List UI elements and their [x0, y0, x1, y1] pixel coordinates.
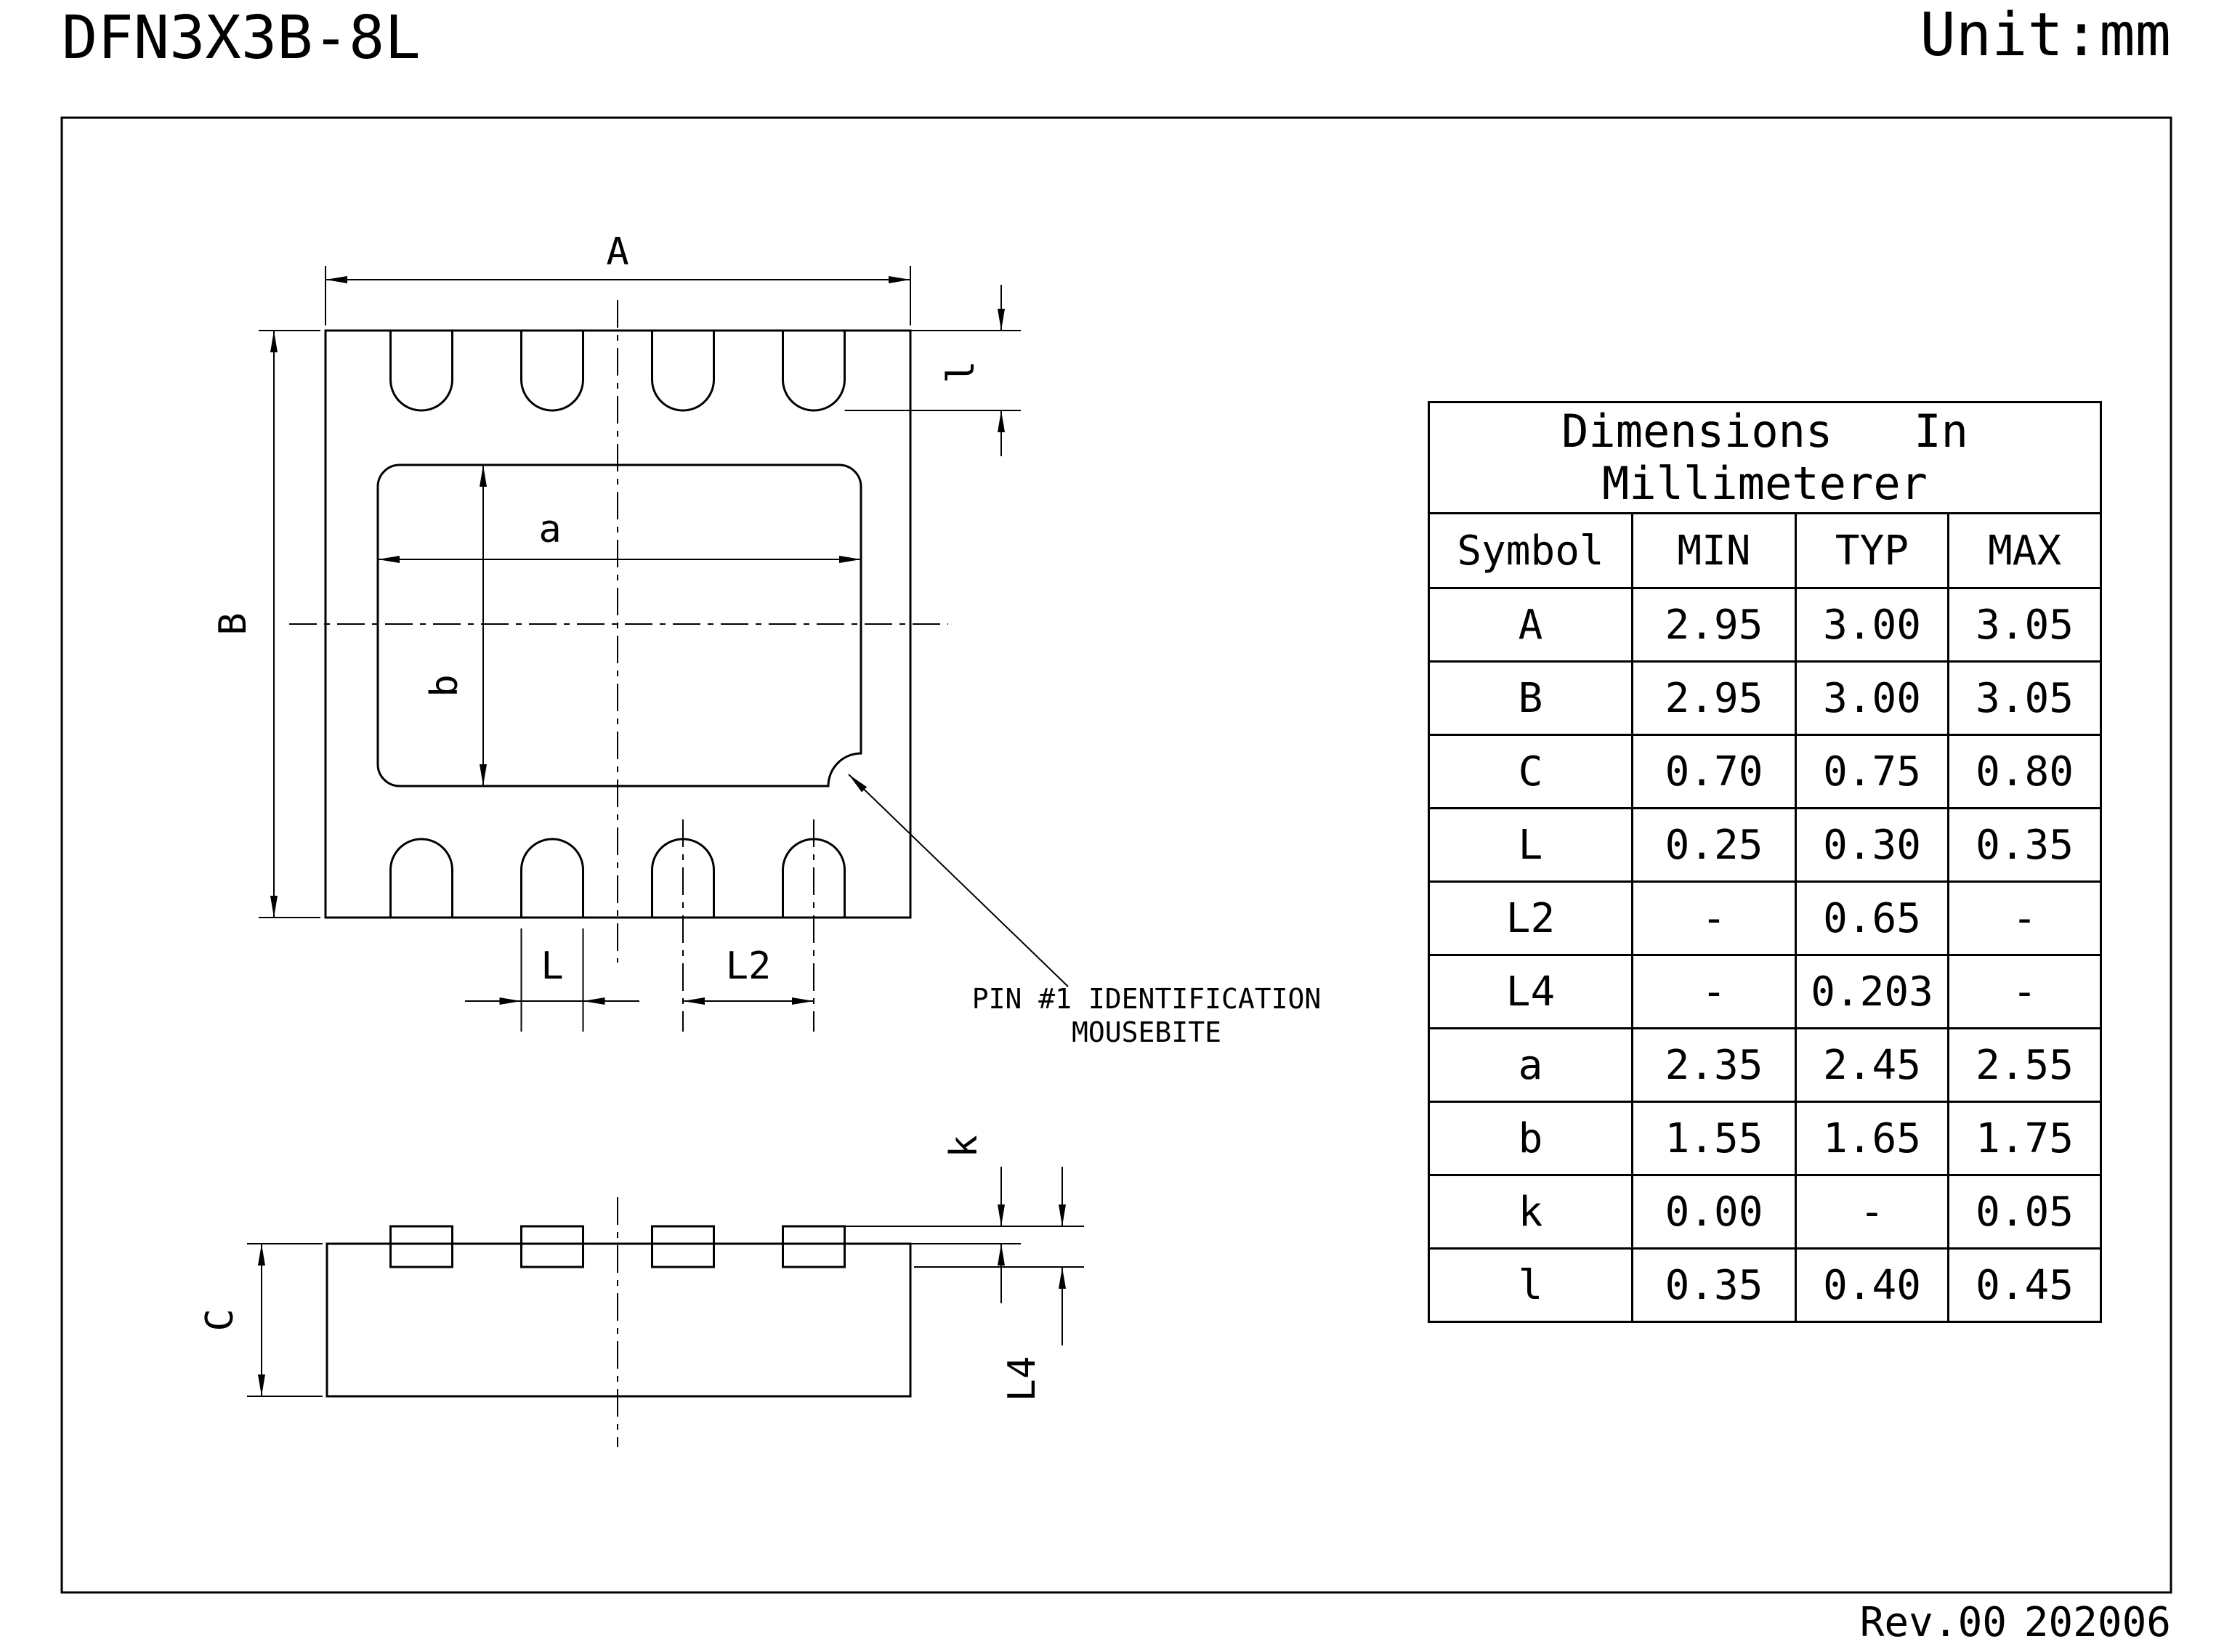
- cell-typ: 0.75: [1795, 734, 1949, 809]
- column-header-typ: TYP: [1795, 512, 1949, 589]
- table-header-row: Symbol MIN TYP MAX: [1428, 512, 2103, 589]
- cell-min: 2.95: [1631, 660, 1797, 736]
- table-row: l 0.35 0.40 0.45: [1428, 1247, 2103, 1323]
- cell-symbol: a: [1428, 1027, 1633, 1103]
- table-row: a 2.35 2.45 2.55: [1428, 1027, 2103, 1103]
- table-row: L2 - 0.65 -: [1428, 880, 2103, 956]
- cell-symbol: A: [1428, 587, 1633, 663]
- cell-max: 1.75: [1946, 1101, 2103, 1176]
- cell-min: 0.35: [1631, 1247, 1797, 1323]
- table-row: L 0.25 0.30 0.35: [1428, 807, 2103, 883]
- dim-label-L: L: [541, 944, 563, 988]
- table-row: A 2.95 3.00 3.05: [1428, 587, 2103, 663]
- column-header-symbol: Symbol: [1428, 512, 1633, 589]
- cell-typ: 0.203: [1795, 954, 1949, 1029]
- dim-label-B: B: [211, 612, 255, 635]
- dim-k: [844, 1167, 1084, 1303]
- page-title: DFN3X3B-8L: [62, 4, 421, 73]
- table-title-line2: Millimeterer: [1602, 457, 1928, 510]
- pin1-callout-line2: MOUSEBITE: [1072, 1016, 1221, 1048]
- cell-max: 0.35: [1946, 807, 2103, 883]
- cell-typ: 3.00: [1795, 587, 1949, 663]
- cell-symbol: C: [1428, 734, 1633, 809]
- cell-min: 0.70: [1631, 734, 1797, 809]
- cell-max: 3.05: [1946, 660, 2103, 736]
- cell-typ: 3.00: [1795, 660, 1949, 736]
- dim-A: [325, 266, 911, 325]
- dim-L: [465, 928, 639, 1032]
- table-row: C 0.70 0.75 0.80: [1428, 734, 2103, 809]
- dim-label-L4: L4: [1000, 1356, 1044, 1402]
- exposed-pad-outline: [376, 463, 862, 787]
- cell-symbol: L2: [1428, 880, 1633, 956]
- cell-typ: 0.65: [1795, 880, 1949, 956]
- cell-typ: -: [1795, 1174, 1949, 1250]
- cell-symbol: k: [1428, 1174, 1633, 1250]
- top-terminal-pads: [389, 331, 846, 412]
- revision-date: 202006: [2024, 1599, 2171, 1646]
- cell-max: 0.05: [1946, 1174, 2103, 1250]
- cell-typ: 2.45: [1795, 1027, 1949, 1103]
- table-row: k 0.00 - 0.05: [1428, 1174, 2103, 1250]
- cell-max: 0.80: [1946, 734, 2103, 809]
- cell-min: 0.00: [1631, 1174, 1797, 1250]
- dim-l: [844, 285, 1021, 456]
- cell-max: 3.05: [1946, 587, 2103, 663]
- side-terminal-pads: [389, 1225, 846, 1268]
- revision-label: Rev.00: [1860, 1599, 2007, 1646]
- dim-label-k: k: [942, 1135, 986, 1157]
- cell-symbol: l: [1428, 1247, 1633, 1323]
- table-row: b 1.55 1.65 1.75: [1428, 1101, 2103, 1176]
- cell-symbol: L4: [1428, 954, 1633, 1029]
- side-view: [326, 1197, 912, 1447]
- cell-typ: 0.40: [1795, 1247, 1949, 1323]
- cell-min: 0.25: [1631, 807, 1797, 883]
- cell-min: 2.35: [1631, 1027, 1797, 1103]
- dim-L4: [914, 1167, 1084, 1345]
- side-body-outline: [326, 1242, 912, 1398]
- cell-min: 1.55: [1631, 1101, 1797, 1176]
- pin1-leader-line: [848, 774, 1069, 987]
- dim-label-l: l: [939, 360, 983, 383]
- table-title-cell: Dimensions In Millimeterer: [1427, 401, 2103, 514]
- cell-max: -: [1946, 954, 2103, 1029]
- top-view: [289, 300, 948, 963]
- table-row: L4 - 0.203 -: [1428, 954, 2103, 1029]
- cell-max: 0.45: [1946, 1247, 2103, 1323]
- table-title-row: Dimensions In Millimeterer: [1427, 401, 2103, 514]
- dim-label-A: A: [606, 230, 628, 274]
- cell-min: 2.95: [1631, 587, 1797, 663]
- dim-C: [247, 1243, 323, 1397]
- cell-max: 2.55: [1946, 1027, 2103, 1103]
- cell-min: -: [1631, 954, 1797, 1029]
- dim-L2: [682, 819, 814, 1032]
- unit-label: Unit:mm: [1920, 1, 2171, 70]
- column-header-min: MIN: [1631, 512, 1797, 589]
- dim-label-L2: L2: [726, 944, 772, 988]
- cell-min: -: [1631, 880, 1797, 956]
- dimensions-table: Dimensions In Millimeterer Symbol MIN TY…: [1427, 401, 2103, 1323]
- cell-typ: 0.30: [1795, 807, 1949, 883]
- cell-symbol: b: [1428, 1101, 1633, 1176]
- cell-symbol: L: [1428, 807, 1633, 883]
- cell-max: -: [1946, 880, 2103, 956]
- drawing-border: [60, 116, 2172, 1594]
- column-header-max: MAX: [1946, 512, 2103, 589]
- dim-label-b: b: [423, 674, 466, 697]
- dim-label-a: a: [538, 508, 561, 551]
- pin1-callout-line1: PIN #1 IDENTIFICATION: [972, 983, 1321, 1015]
- table-row: B 2.95 3.00 3.05: [1428, 660, 2103, 736]
- dim-label-C: C: [198, 1308, 242, 1331]
- dim-B: [259, 330, 320, 918]
- table-title-line1: Dimensions In: [1561, 405, 1968, 458]
- cell-typ: 1.65: [1795, 1101, 1949, 1176]
- cell-symbol: B: [1428, 660, 1633, 736]
